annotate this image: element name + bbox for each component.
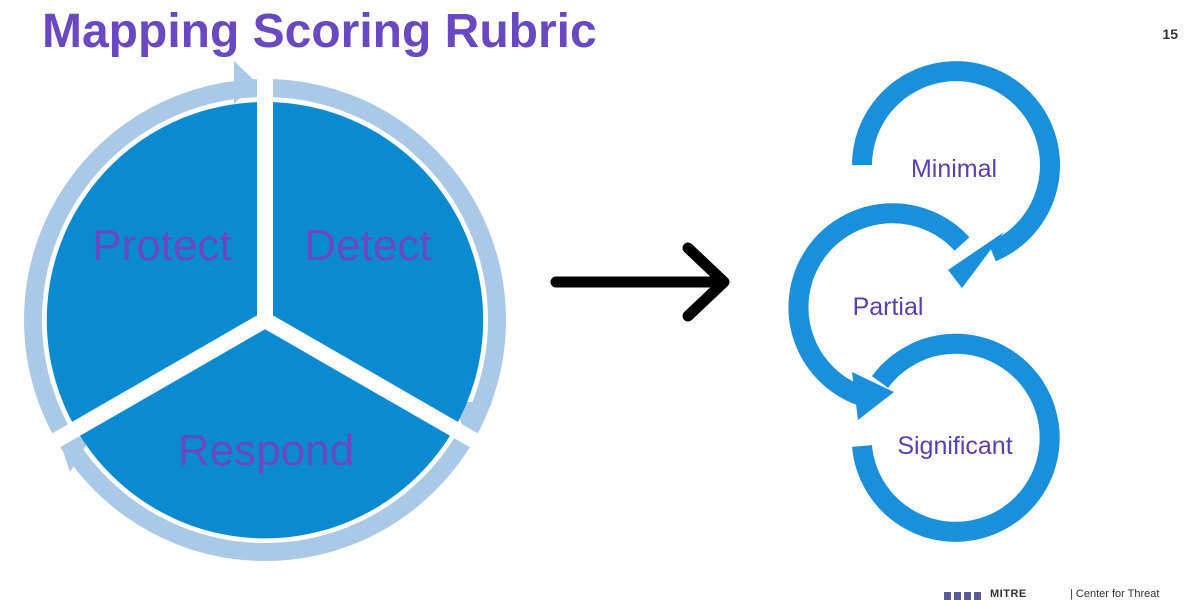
page-number: 15	[1162, 26, 1178, 42]
cycle-diagram: Protect Detect Respond	[24, 61, 506, 561]
cycle-arrowhead-top	[234, 61, 256, 104]
scoring-arrow-partial	[788, 203, 970, 408]
cycle-label-respond: Respond	[178, 426, 354, 475]
score-label-significant: Significant	[897, 432, 1012, 460]
right-arrow-icon	[550, 242, 730, 322]
scoring-arrow-minimal	[852, 61, 1060, 262]
scoring-arrow-significant	[852, 333, 1060, 542]
cycle-label-detect: Detect	[304, 221, 431, 270]
footer-brand: MITRE	[990, 588, 1027, 600]
cycle-label-protect: Protect	[92, 221, 231, 270]
mitre-logo-icon	[944, 592, 981, 600]
scoring-spiral: Minimal Partial Significant	[788, 61, 1060, 542]
score-label-minimal: Minimal	[911, 155, 997, 183]
scoring-arrowhead-partial	[852, 372, 894, 420]
score-label-partial: Partial	[853, 293, 924, 321]
slide-title: Mapping Scoring Rubric	[42, 5, 597, 58]
scoring-arrowhead-minimal	[948, 232, 1004, 288]
footer-center-name: | Center for Threat	[1070, 588, 1160, 600]
cycle-separators	[44, 70, 486, 452]
